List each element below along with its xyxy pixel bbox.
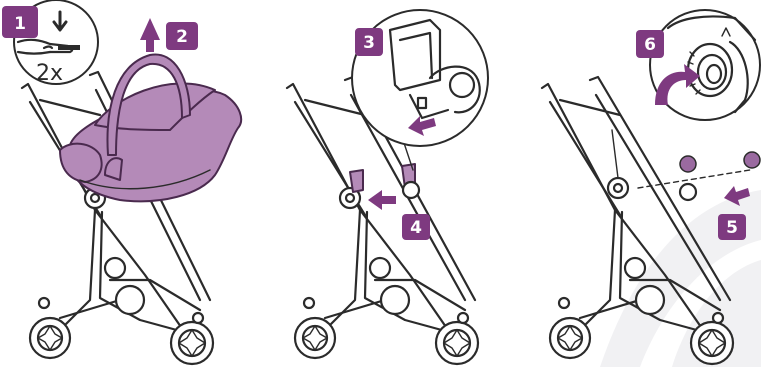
step-number-3: 3 [363,33,375,53]
step-number-1: 1 [14,14,26,34]
step-badge-5: 5 [718,214,746,240]
cover-cap-right [744,152,760,168]
step-badge-2: 2 [166,22,198,50]
step-badge-1: 1 [2,6,38,38]
car-seat [60,54,241,201]
press-count-label: 2x [36,61,63,86]
step-badge-3: 3 [355,28,383,56]
step-number-5: 5 [726,218,738,238]
step-badge-6: 6 [636,30,664,58]
step-number-2: 2 [176,27,188,47]
callout-cap-rotate [650,10,760,120]
step-number-4: 4 [410,218,422,238]
step-badge-4: 4 [402,214,430,240]
cover-cap-left [680,156,696,172]
remove-adapter-arrow [368,190,396,210]
step-number-6: 6 [644,35,656,55]
lift-arrow [140,18,160,52]
